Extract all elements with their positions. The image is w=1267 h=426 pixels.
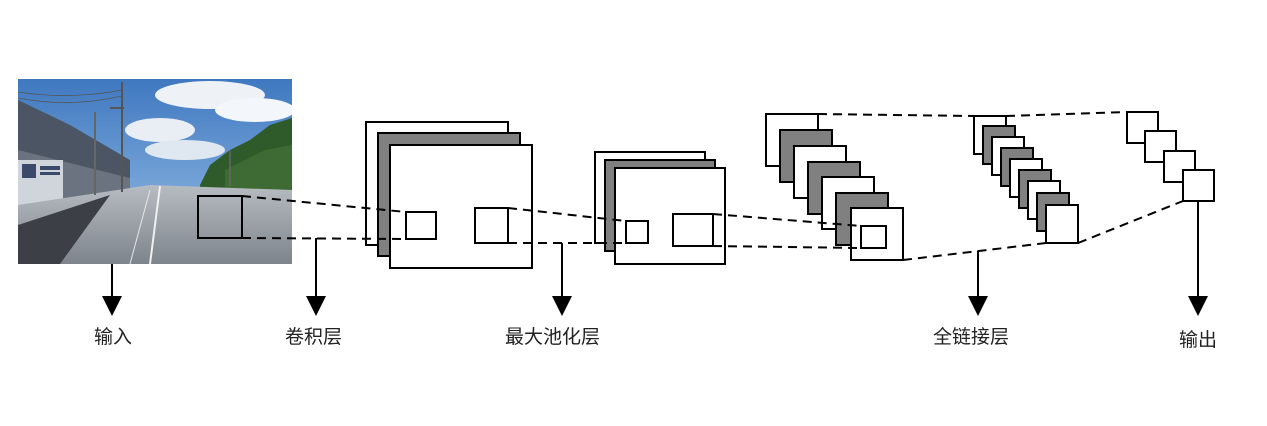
fc-layer-stack [973, 115, 1079, 244]
pool-output-window [625, 220, 649, 244]
deep-feature-window [860, 225, 887, 249]
conv-output-window [405, 211, 437, 240]
output-stack [1126, 111, 1215, 202]
connection-lines [241, 111, 1184, 261]
label-conv: 卷积层 [285, 326, 343, 348]
label-fc: 全链接层 [933, 326, 1010, 348]
conv-pool-window [474, 207, 509, 244]
label-pool: 最大池化层 [505, 326, 601, 348]
pool-next-window [672, 213, 714, 247]
input-receptive-window [197, 195, 243, 239]
label-output: 输出 [1179, 329, 1218, 351]
label-input: 输入 [94, 326, 133, 348]
pool-layer-stack [594, 151, 726, 265]
conv-layer-stack [365, 121, 533, 269]
input-image [18, 79, 292, 264]
deep-feature-stack [765, 113, 904, 261]
label-arrows [102, 201, 1208, 316]
